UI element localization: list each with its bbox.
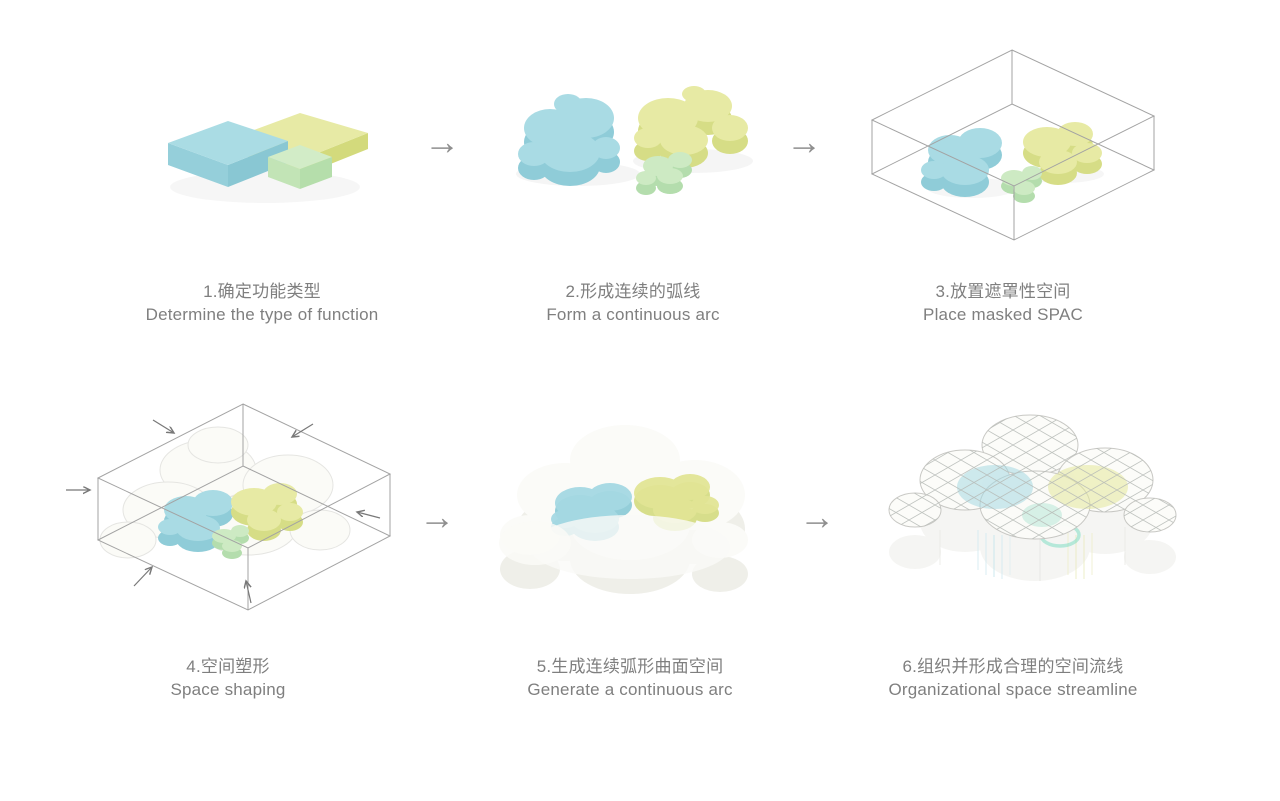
front-wall [499,521,571,565]
step-4-caption-zh: 4.空间塑形 [186,657,270,676]
arrow-right-icon: → [424,121,460,162]
step-5-figure [499,425,748,594]
green-blob-top [1001,166,1042,195]
blue-blob-top [158,490,233,541]
program-zones [889,415,1176,539]
step-3-caption-zh: 3.放置遮罩性空间 [935,282,1071,301]
step-2-figure [516,86,753,195]
blue-blob-top [921,128,1002,185]
step-2-caption-en: Form a continuous arc [546,305,720,324]
step-6-caption-zh: 6.组织并形成合理的空间流线 [902,657,1124,676]
arrow-right-icon: → [799,496,835,537]
inward-arrows [66,419,381,604]
streamlines [939,527,1126,581]
step-5-caption: 5.生成连续弧形曲面空间 Generate a continuous arc [470,655,790,701]
step-1-caption-zh: 1.确定功能类型 [203,282,321,301]
roof-grid [889,415,1176,539]
step-4-figure [66,403,392,611]
green-blob-top [636,152,692,185]
yellow-blob-top [634,474,719,523]
step-6-caption: 6.组织并形成合理的空间流线 Organizational space stre… [843,655,1183,701]
arrow-right-icon: → [786,121,822,162]
wireframe-box [870,49,1156,241]
green-volume [268,145,332,189]
step-1-caption-en: Determine the type of function [145,305,379,324]
step-5-caption-en: Generate a continuous arc [527,680,733,699]
blue-blob-top [518,94,620,172]
step-4-caption: 4.空间塑形 Space shaping [68,655,388,701]
step-6-figure [888,414,1177,581]
step-2-caption: 2.形成连续的弧线 Form a continuous arc [473,280,793,326]
step-3-caption: 3.放置遮罩性空间 Place masked SPAC [843,280,1163,326]
step-1-caption: 1.确定功能类型 Determine the type of function [102,280,422,326]
step-6-caption-en: Organizational space streamline [888,680,1138,699]
yellow-blob-top [634,86,748,155]
front-wall [530,515,730,579]
step-3-figure [870,49,1156,241]
step-1-figure [168,113,368,189]
yellow-blob-top [231,483,303,531]
step-2-caption-zh: 2.形成连续的弧线 [565,282,701,301]
step-4-caption-en: Space shaping [170,680,286,699]
yellow-blob-top [1023,122,1102,174]
blue-volume [168,121,288,187]
arrow-right-icon: → [419,496,455,537]
step-5-caption-zh: 5.生成连续弧形曲面空间 [536,657,724,676]
step-3-caption-en: Place masked SPAC [923,305,1083,324]
wireframe-box [96,403,392,611]
